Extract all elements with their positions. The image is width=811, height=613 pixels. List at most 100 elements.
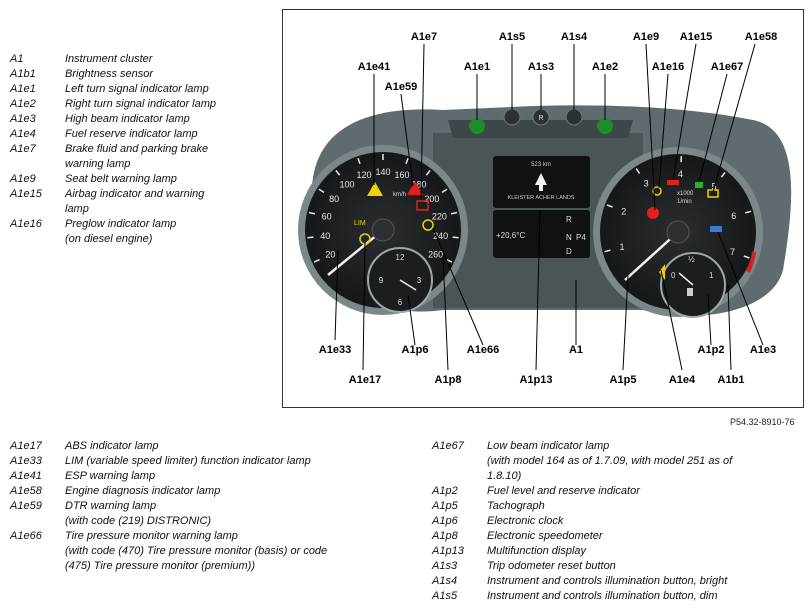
display-distance: 523 km: [531, 162, 551, 168]
speedometer-tick-label: 180: [411, 180, 426, 190]
clock-tick-9: 9: [379, 276, 384, 285]
legend-description: Fuel level and reserve indicator: [487, 485, 640, 497]
callout-a1e4: A1e4: [669, 374, 696, 386]
tacho-unit-2: 1/min: [677, 199, 692, 205]
fuel-tick-1: 1: [709, 271, 714, 280]
tire-pressure-lamp-icon: [422, 219, 434, 231]
legend-description: DTR warning lamp: [65, 500, 157, 512]
airbag-lamp-icon: [667, 180, 679, 185]
callout-a1e67: A1e67: [711, 61, 743, 73]
legend-description: Tire pressure monitor warning lamp: [65, 530, 238, 542]
callout-a1e7: A1e7: [411, 31, 437, 43]
callout-a1b1: A1b1: [718, 374, 745, 386]
callout-a1p8: A1p8: [435, 374, 462, 386]
legend-description: Electronic speedometer: [487, 530, 603, 542]
display-lower: [493, 210, 590, 258]
illumination-bright-button[interactable]: [565, 108, 583, 126]
speedometer-tick-label: 80: [329, 194, 339, 204]
nav-arrow-icon: [535, 173, 547, 191]
esp-warning-lamp-icon: [367, 182, 383, 196]
tachometer-tick-label-mark: [745, 210, 752, 214]
speedometer-tick-label-mark: [446, 258, 453, 263]
legend-code: A1e9: [10, 173, 36, 185]
speedometer-tick-label-mark: [318, 188, 325, 194]
legend-description: Instrument and controls illumination but…: [487, 575, 728, 587]
callout-a1e3: A1e3: [750, 344, 776, 356]
callout-a1e58: A1e58: [745, 31, 777, 43]
legend-code: A1: [10, 53, 24, 65]
legend-code: A1p8: [432, 530, 458, 542]
speedometer-tick-label-mark: [405, 157, 409, 165]
fuel-tick-0: 0: [671, 271, 676, 280]
legend-code: A1e58: [10, 485, 42, 497]
button-strip: [448, 120, 633, 138]
callout-a1e1: A1e1: [464, 61, 490, 73]
speedometer-tick-label: 160: [394, 170, 409, 180]
trip-reset-button-label: R: [538, 115, 543, 122]
callout-a1: A1: [569, 344, 583, 356]
tachometer-tick-label: 1: [619, 242, 624, 252]
legend-code: A1p2: [432, 485, 458, 497]
callout-a1e2: A1e2: [592, 61, 618, 73]
tachometer-tick-label: 5: [711, 182, 716, 192]
low-beam-lamp-icon: [695, 182, 703, 188]
callout-a1e17: A1e17: [349, 374, 381, 386]
legend-code: A1e1: [10, 83, 36, 95]
legend-code: A1e7: [10, 143, 36, 155]
tachometer-tick-label: 3: [644, 179, 649, 189]
callout-a1s4: A1s4: [561, 31, 588, 43]
tachometer-tick-label: 2: [621, 206, 626, 216]
tachometer-tick-label-mark: [743, 255, 750, 259]
display-street: KLEISTER ACHER LANDS: [508, 195, 575, 201]
legend-description: Instrument cluster: [65, 53, 153, 65]
legend-description: warning lamp: [65, 158, 131, 170]
tachometer-tick-label-mark: [635, 168, 641, 174]
legend-description: Brake fluid and parking brake: [65, 143, 209, 155]
display-gear-r: R: [566, 215, 572, 224]
illumination-dim-button[interactable]: [503, 108, 521, 126]
speedometer-tick-label-mark: [441, 188, 448, 194]
legend-item: A1p2 Fuel level and reserve indicator: [432, 484, 802, 499]
clock-tick-3: 3: [417, 276, 422, 285]
display-gear-n: N: [566, 233, 572, 242]
legend-description: Airbag indicator and warning: [65, 188, 205, 200]
legend-description: Right turn signal indicator lamp: [65, 98, 217, 110]
callout-a1p13: A1p13: [519, 374, 552, 386]
callout-a1e9: A1e9: [633, 31, 659, 43]
tachometer-tick-label: 6: [731, 211, 736, 221]
tachometer-tick-label-mark: [720, 171, 726, 178]
tachometer-hub: [666, 220, 690, 244]
callout-a1p2: A1p2: [698, 344, 725, 356]
speedometer-tick-label: 140: [375, 167, 390, 177]
legend-description: lamp: [65, 203, 89, 215]
fuel-tick-half: ½: [688, 255, 695, 264]
speedometer-hub: [371, 218, 395, 242]
speedometer-tick-label-mark: [452, 236, 459, 239]
legend-item: A1 Instrument cluster: [10, 52, 280, 67]
legend-description: (on diesel engine): [65, 233, 153, 245]
legend-code: A1e66: [10, 530, 42, 542]
legend-code: A1e33: [10, 455, 42, 467]
right-turn-signal-lamp: [597, 118, 613, 134]
figure-code: P54.32-8910-76: [730, 417, 795, 427]
legend-code: A1p13: [432, 545, 464, 557]
tachometer-needle: [624, 231, 679, 281]
left-turn-signal-lamp: [469, 118, 485, 134]
leader-lines: [334, 43, 764, 371]
